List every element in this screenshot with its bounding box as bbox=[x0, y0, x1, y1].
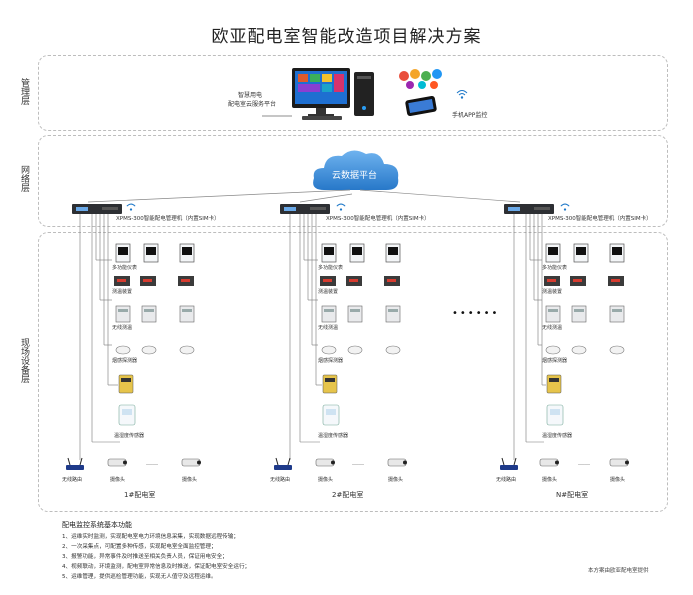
device-label-switch-r1: 无线测温 bbox=[112, 325, 133, 331]
temp-humidity-sensor-r2 bbox=[322, 404, 340, 426]
note-item-5: 5、运维管理，提供巡检管理功能，实现无人值守及远程运维。 bbox=[62, 574, 217, 580]
device-label-meters-r2: 多功能仪表 bbox=[318, 265, 344, 271]
note-item-2: 2、一次采集点，可配置多种传感，实现配电室全面监控管理； bbox=[62, 544, 217, 550]
page-title: 欧亚配电室智能改造项目解决方案 bbox=[211, 27, 482, 47]
device-label-protect-r1: 测温装置 bbox=[112, 289, 133, 295]
device-label-smoke-rn: 烟感探测器 bbox=[542, 358, 568, 364]
room-n-devices bbox=[544, 243, 625, 355]
device-label-protect-r2: 测温装置 bbox=[318, 289, 339, 295]
device-label-meters-rn: 多功能仪表 bbox=[542, 265, 568, 271]
camera-label-r1-b: 摄像头 bbox=[182, 477, 198, 483]
platform-label-line1: 智慧用电 bbox=[238, 92, 263, 99]
ellipsis-r1: …… bbox=[146, 460, 158, 467]
layer-label-network: 网络层 bbox=[19, 165, 29, 192]
wifi-icon-gw3 bbox=[560, 203, 570, 211]
smartphone-icon bbox=[405, 95, 437, 117]
field-layer-panel bbox=[38, 232, 668, 512]
layer-label-management: 管理层 bbox=[19, 78, 29, 105]
note-item-1: 1、运维实时监测，实现配电室电力环境信息采集，实现数据远程传输； bbox=[62, 534, 239, 540]
cloud-icon bbox=[313, 150, 399, 190]
wifi-icon-gw1 bbox=[126, 203, 136, 211]
router-icon-r1 bbox=[66, 457, 84, 470]
app-monitor-label: 手机APP监控 bbox=[452, 112, 488, 119]
temp-humidity-sensor-rn bbox=[546, 404, 564, 426]
io-module-r2 bbox=[322, 374, 338, 394]
gateway-device-3 bbox=[504, 204, 554, 214]
device-label-smoke-r1: 烟感探测器 bbox=[112, 358, 138, 364]
device-label-protect-rn: 测温装置 bbox=[542, 289, 563, 295]
router-label-r1: 无线路由 bbox=[62, 477, 83, 483]
router-icon-rn bbox=[500, 457, 518, 470]
camera-icon-r2-b bbox=[387, 458, 407, 467]
sensor-label-r2: 温湿度传感器 bbox=[318, 433, 349, 439]
router-label-rn: 无线路由 bbox=[496, 477, 517, 483]
room-name-2: 2#配电室 bbox=[332, 491, 364, 499]
camera-label-r2-a: 摄像头 bbox=[318, 477, 334, 483]
wifi-icon-gw2 bbox=[336, 203, 346, 211]
io-module-r1 bbox=[118, 374, 134, 394]
device-label-meters-r1: 多功能仪表 bbox=[112, 265, 138, 271]
layer-label-field: 现场设备层 bbox=[19, 338, 29, 383]
camera-label-rn-b: 摄像头 bbox=[610, 477, 626, 483]
platform-label-line2: 配电室云服务平台 bbox=[228, 101, 277, 108]
camera-label-r2-b: 摄像头 bbox=[388, 477, 404, 483]
gateway-label-1: XPMS-300智能配电管理机（内置SIM卡） bbox=[116, 216, 220, 222]
room-name-n: N#配电室 bbox=[556, 491, 589, 499]
function-notes: 配电监控系统基本功能 1、运维实时监测，实现配电室电力环境信息采集，实现数据远程… bbox=[62, 520, 250, 582]
line-to-platform bbox=[262, 115, 292, 117]
computer-icon bbox=[292, 68, 374, 120]
management-layer-panel bbox=[38, 55, 668, 131]
cloud-label: 云数据平台 bbox=[332, 171, 378, 181]
notes-heading: 配电监控系统基本功能 bbox=[62, 521, 132, 529]
gateway-device-2 bbox=[280, 204, 330, 214]
camera-icon-rn-b bbox=[609, 458, 629, 467]
camera-icon-r1-b bbox=[181, 458, 201, 467]
sensor-label-r1: 温湿度传感器 bbox=[114, 433, 145, 439]
note-item-4: 4、视频联动，环境监测，配电室异常信息及时推送，保证配电室安全运行； bbox=[62, 564, 251, 570]
app-icons-cluster bbox=[399, 69, 442, 89]
router-label-r2: 无线路由 bbox=[270, 477, 291, 483]
temp-humidity-sensor-r1 bbox=[118, 404, 136, 426]
camera-label-r1-a: 摄像头 bbox=[110, 477, 126, 483]
gateway-device-1 bbox=[72, 204, 122, 214]
ellipsis-rn: …… bbox=[578, 460, 590, 467]
device-label-switch-r2: 无线测温 bbox=[318, 325, 339, 331]
note-item-3: 3、报警功能，异常事件及时推送至相关负责人员，保证用电安全； bbox=[62, 554, 228, 560]
io-module-rn bbox=[546, 374, 562, 394]
room-1-devices bbox=[114, 243, 195, 355]
camera-icon-r2-a bbox=[315, 458, 335, 467]
room-2-devices bbox=[320, 243, 401, 355]
camera-icon-r1-a bbox=[107, 458, 127, 467]
camera-icon-rn-a bbox=[539, 458, 559, 467]
device-label-smoke-r2: 烟感探测器 bbox=[318, 358, 344, 364]
footer-note: 本方案由欧亚配电室提供 bbox=[588, 568, 649, 574]
gateway-label-3: XPMS-300智能配电管理机（内置SIM卡） bbox=[548, 216, 652, 222]
router-icon-r2 bbox=[274, 457, 292, 470]
wifi-icon bbox=[456, 90, 468, 99]
ellipsis-r2: …… bbox=[352, 460, 364, 467]
network-layer-panel bbox=[38, 135, 668, 227]
room-name-1: 1#配电室 bbox=[124, 491, 156, 499]
gateway-label-2: XPMS-300智能配电管理机（内置SIM卡） bbox=[326, 216, 430, 222]
device-label-switch-rn: 无线测温 bbox=[542, 325, 563, 331]
sensor-label-rn: 温湿度传感器 bbox=[542, 433, 573, 439]
rooms-ellipsis: •••••• bbox=[452, 308, 500, 319]
camera-label-rn-a: 摄像头 bbox=[542, 477, 558, 483]
